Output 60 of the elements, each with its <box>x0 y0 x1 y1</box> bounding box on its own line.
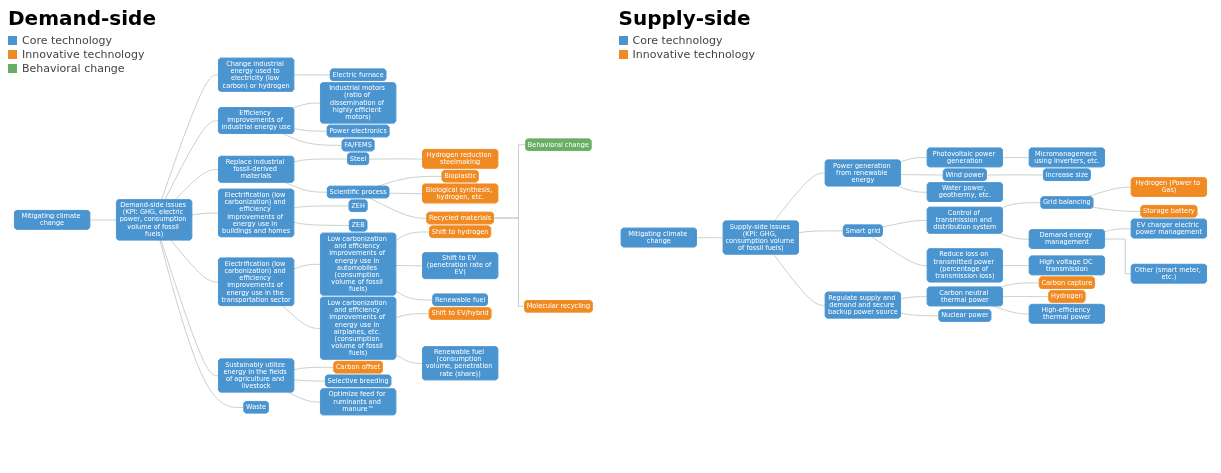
connector <box>368 158 424 160</box>
connector <box>282 133 343 146</box>
section-title: Supply-side <box>618 6 752 30</box>
connector <box>170 239 220 283</box>
connector <box>293 128 328 132</box>
connector <box>388 192 424 195</box>
connector <box>773 172 826 222</box>
connector <box>369 197 428 219</box>
connector <box>986 174 1045 176</box>
connector <box>159 239 245 408</box>
connector <box>285 182 329 193</box>
connector <box>999 282 1041 288</box>
connector <box>696 237 724 239</box>
connector <box>395 265 424 267</box>
connector <box>395 290 434 301</box>
connector <box>882 220 928 228</box>
connector <box>900 296 928 300</box>
connector <box>293 221 351 226</box>
connector <box>897 185 928 193</box>
connector <box>293 74 332 76</box>
connector <box>900 312 940 317</box>
connector <box>191 212 220 216</box>
legend-label: Innovative technology <box>632 48 755 61</box>
connector <box>395 313 430 319</box>
connector <box>293 366 335 371</box>
connector <box>1104 228 1132 233</box>
connector <box>999 233 1030 240</box>
connector <box>1092 206 1142 212</box>
connector <box>288 391 322 403</box>
connector <box>1002 265 1030 267</box>
connector <box>174 169 220 201</box>
legend-label: Behavioral change <box>22 62 125 75</box>
connector <box>160 239 220 377</box>
connector <box>293 379 327 382</box>
connector <box>293 205 350 209</box>
connector <box>992 305 1030 315</box>
connector <box>1002 296 1050 298</box>
connector <box>773 254 826 306</box>
legend-label: Core technology <box>22 34 113 47</box>
connector <box>871 236 928 267</box>
connector <box>395 353 424 364</box>
legend-label: Core technology <box>632 34 723 47</box>
connector <box>900 174 944 176</box>
connector <box>292 102 322 109</box>
connector <box>798 230 844 234</box>
connector <box>1001 202 1042 209</box>
connector <box>161 74 220 201</box>
legend-label: Innovative technology <box>22 48 145 61</box>
connector <box>493 217 525 307</box>
connector <box>282 305 322 329</box>
connector <box>1002 157 1030 159</box>
connector <box>293 158 349 163</box>
connector <box>376 175 443 187</box>
connector <box>164 120 220 201</box>
connector <box>293 263 322 270</box>
connector <box>1104 238 1132 275</box>
connector <box>900 157 928 163</box>
connector <box>395 231 431 241</box>
section-title: Demand-side <box>8 6 156 30</box>
connector <box>89 219 118 221</box>
